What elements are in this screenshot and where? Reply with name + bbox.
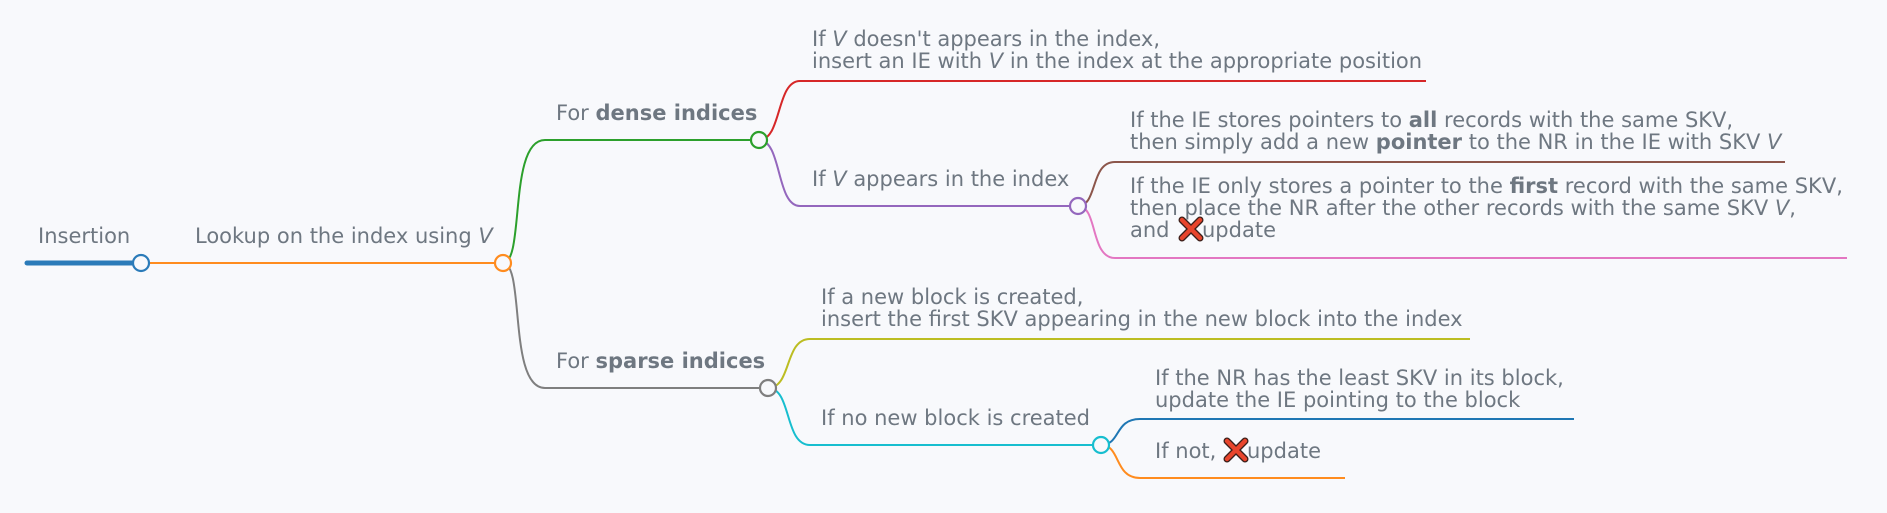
- edge-dense: [502, 139, 759, 264]
- label-first-pointer: If the IE only stores a pointer to the f…: [1130, 174, 1843, 198]
- label-new-block-2: insert the first SKV appearing in the ne…: [821, 307, 1463, 331]
- label-least-skv: If the NR has the least SKV in its block…: [1155, 366, 1564, 390]
- node-lookup[interactable]: [493, 253, 513, 273]
- node-insertion[interactable]: [131, 253, 151, 273]
- node-no-new-block[interactable]: [1091, 435, 1111, 455]
- label-no-new-block: If no new block is created: [821, 406, 1090, 430]
- node-sparse[interactable]: [758, 378, 778, 398]
- label-new-block: If a new block is created,: [821, 285, 1083, 309]
- label-all-pointers-2: then simply add a new pointer to the NR …: [1130, 130, 1783, 154]
- node-dense[interactable]: [749, 130, 769, 150]
- label-sparse: For sparse indices: [556, 349, 765, 373]
- node-dense-present[interactable]: [1068, 196, 1088, 216]
- label-insertion: Insertion: [38, 224, 130, 248]
- label-dense-absent: If V doesn't appears in the index,: [812, 27, 1160, 51]
- label-dense: For dense indices: [556, 101, 757, 125]
- label-first-pointer-3b: update: [1202, 218, 1276, 242]
- cross-mark-icon: [1178, 216, 1204, 242]
- label-first-pointer-2: then place the NR after the other record…: [1130, 196, 1796, 220]
- label-lookup: Lookup on the index using V: [195, 224, 494, 248]
- label-if-not-a: If not,: [1155, 439, 1216, 463]
- label-least-skv-2: update the IE pointing to the block: [1155, 388, 1521, 412]
- label-dense-present: If V appears in the index: [812, 167, 1069, 191]
- label-all-pointers: If the IE stores pointers to all records…: [1130, 108, 1733, 132]
- cross-mark-icon: [1223, 437, 1249, 463]
- label-first-pointer-3a: and: [1130, 218, 1170, 242]
- label-if-not-b: update: [1247, 439, 1321, 463]
- edge-sparse: [502, 262, 768, 389]
- label-dense-absent-2: insert an IE with V in the index at the …: [812, 49, 1422, 73]
